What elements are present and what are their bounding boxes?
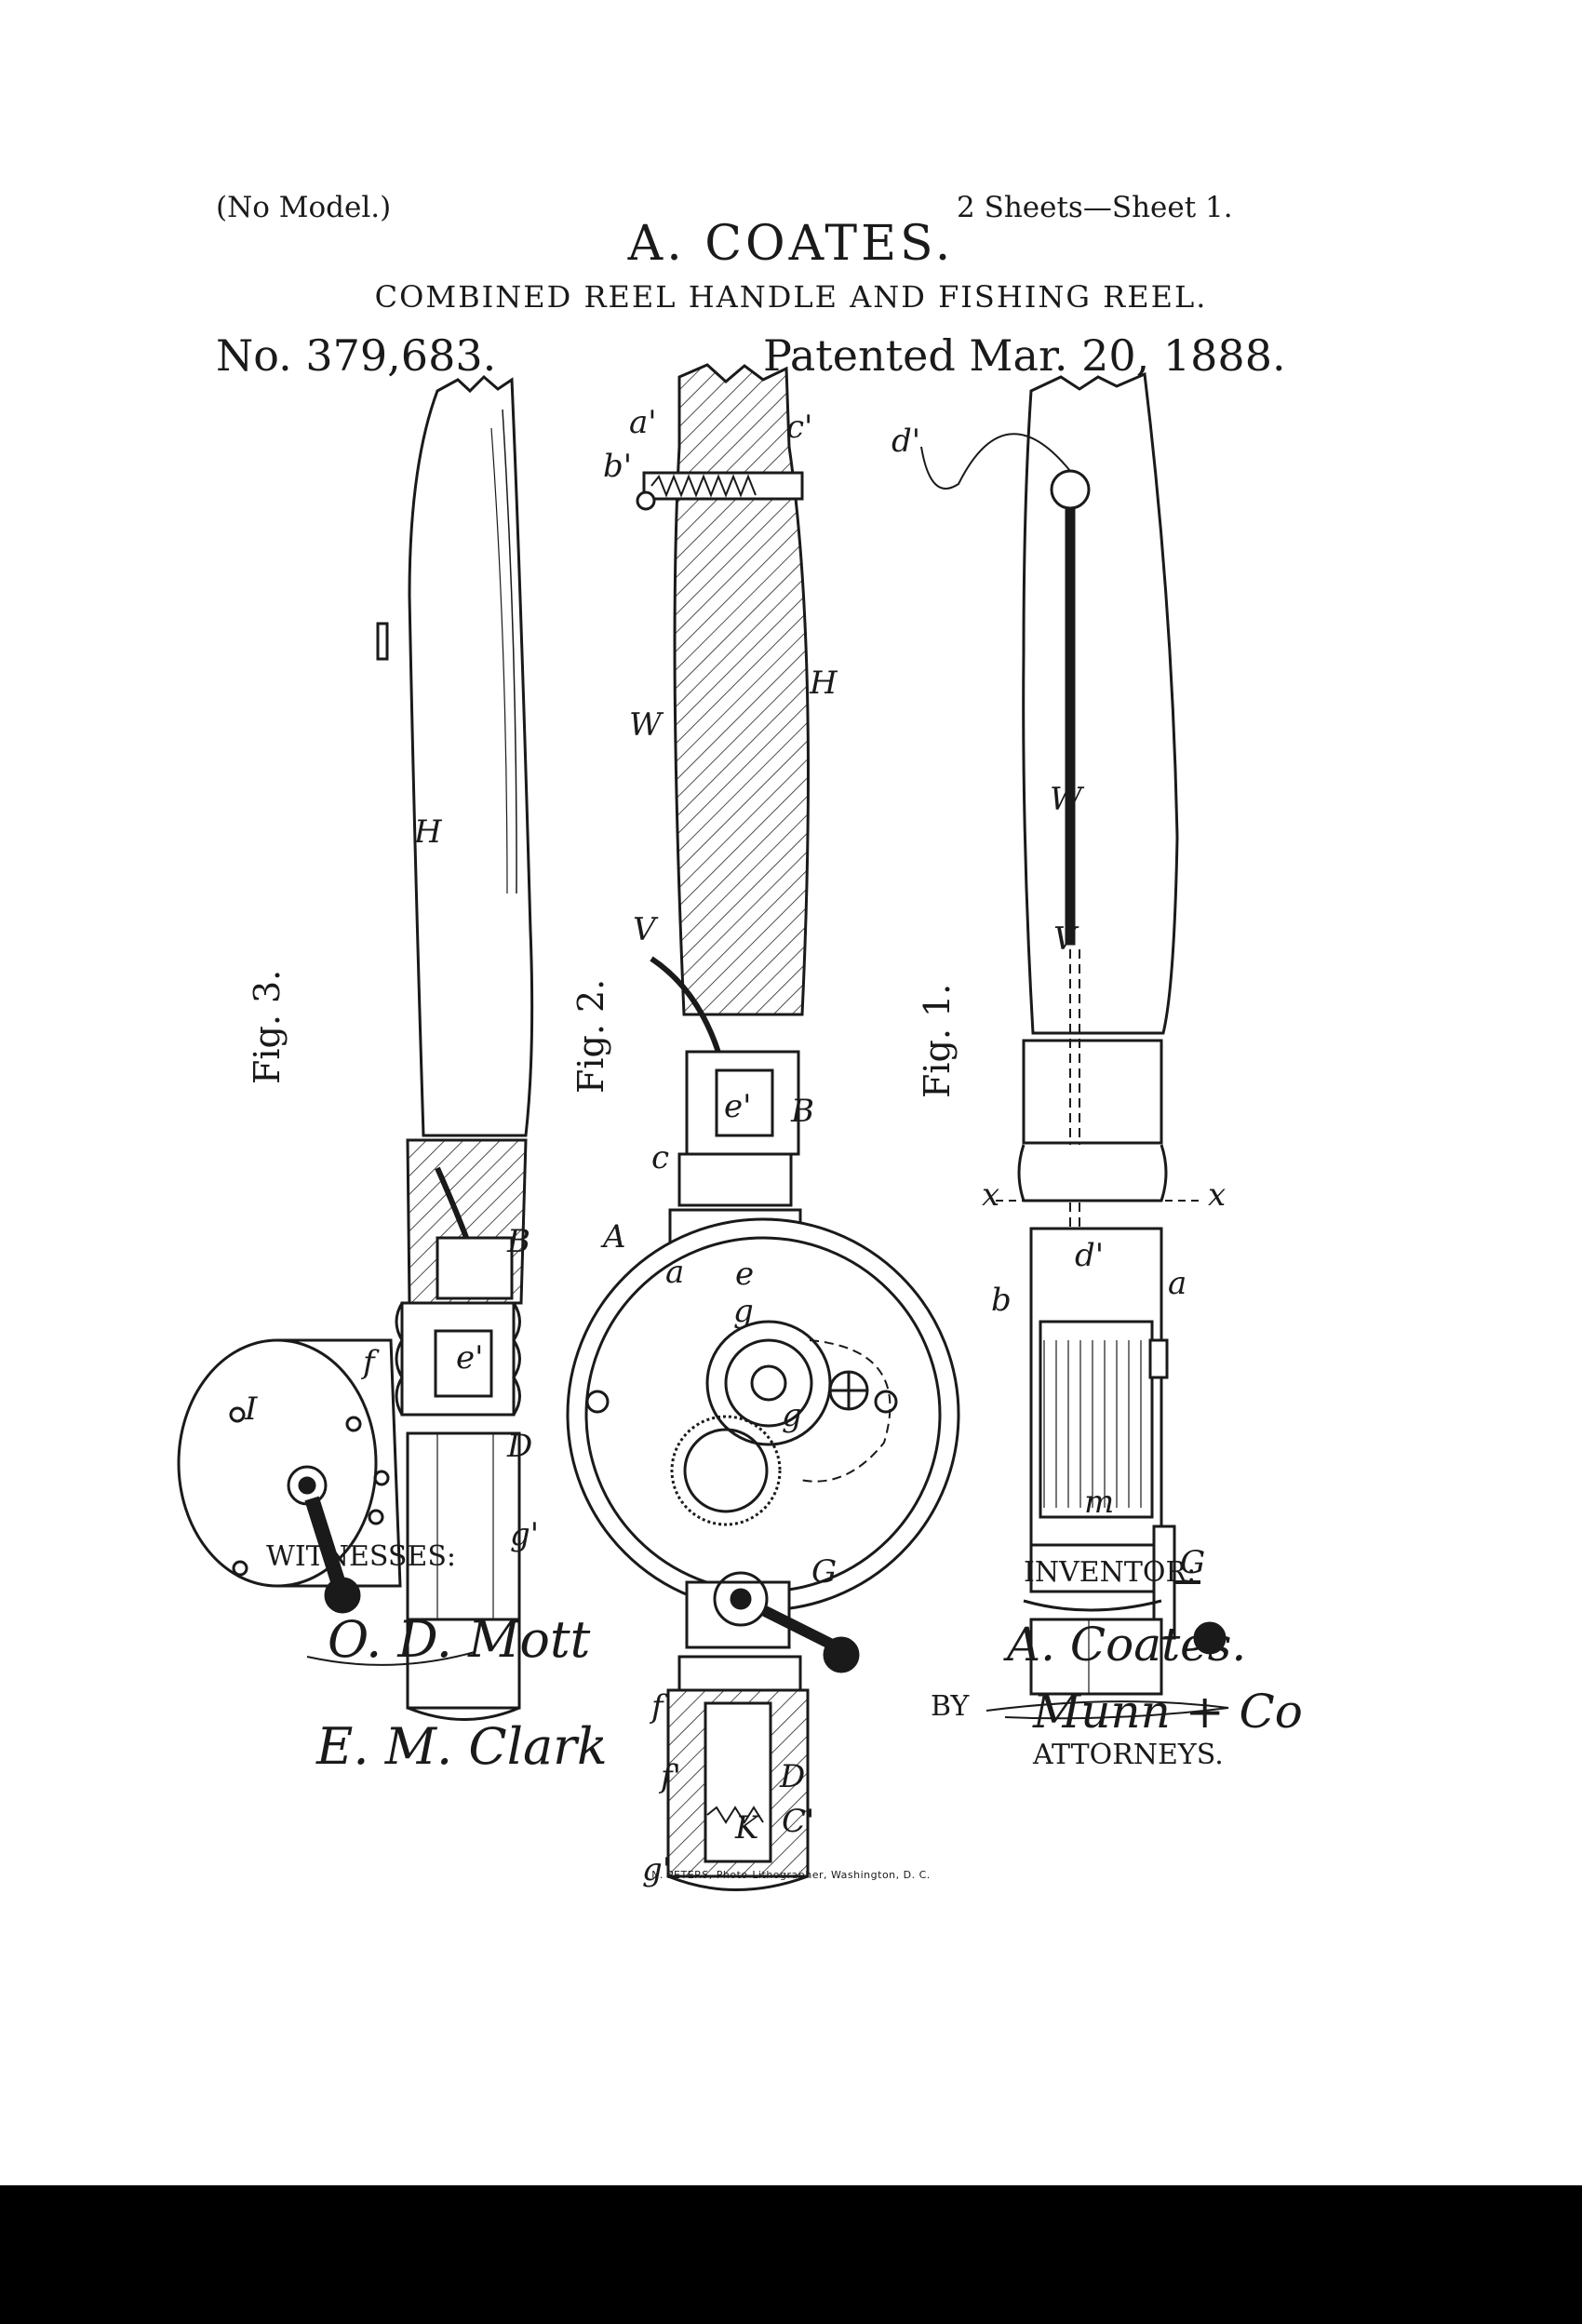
model-note: (No Model.) <box>216 191 392 224</box>
inventor-signature: A. Coates. <box>1007 1618 1247 1672</box>
label-f-fig2: f <box>649 1688 668 1726</box>
label-d1-fig1: d' <box>892 423 920 460</box>
label-f1-fig2: f' <box>658 1758 681 1795</box>
inventor-name: A. COATES. <box>627 216 955 272</box>
label-g1-fig2: g' <box>642 1851 671 1888</box>
label-b-fig1: b <box>991 1282 1012 1319</box>
label-d1-lower: d' <box>1075 1237 1104 1274</box>
label-e1-fig3: e' <box>456 1339 483 1377</box>
attorney-signature: Munn + Co <box>1033 1685 1303 1739</box>
label-H-fig2: H <box>809 665 838 702</box>
label-x-left: x <box>982 1176 999 1214</box>
patent-date: Patented Mar. 20, 1888. <box>763 330 1286 381</box>
label-D-fig3: D <box>506 1428 532 1465</box>
label-c1: c' <box>786 409 812 446</box>
label-V-fig2: V <box>633 911 659 948</box>
witness-signature-1: O. D. Mott <box>328 1610 591 1669</box>
witness-signature-2: E. M. Clark <box>316 1717 608 1776</box>
label-B-fig3: B <box>506 1223 530 1260</box>
label-c-fig2: c <box>651 1139 669 1176</box>
figure-1-drawing <box>920 371 1227 1696</box>
witnesses-label: WITNESSES: <box>266 1540 456 1573</box>
patent-number: No. 379,683. <box>216 330 497 381</box>
label-H-fig3: H <box>413 813 443 851</box>
label-a-fig1: a <box>1168 1265 1186 1302</box>
label-G-fig1: G <box>1180 1544 1205 1581</box>
label-a-fig2: a <box>665 1254 684 1291</box>
by-label: BY <box>931 1690 970 1723</box>
scan-bottom-bar <box>0 2185 1582 2324</box>
label-b1: b' <box>603 448 632 485</box>
label-s-fig2: g <box>782 1397 802 1434</box>
label-I-fig3: I <box>244 1390 258 1428</box>
label-W-fig1: W <box>1050 781 1085 818</box>
label-f-fig3: f <box>360 1344 380 1381</box>
sheet-count: 2 Sheets—Sheet 1. <box>957 191 1233 224</box>
patent-title: COMBINED REEL HANDLE AND FISHING REEL. <box>374 279 1208 315</box>
label-B-fig2: B <box>790 1093 814 1130</box>
label-A-fig2: A <box>600 1218 626 1256</box>
label-W-fig2: W <box>629 706 664 744</box>
label-m-fig1: m <box>1084 1484 1114 1521</box>
label-g1-fig3: g' <box>510 1516 539 1553</box>
figure-3-drawing <box>177 374 534 1721</box>
label-g-fig2: g <box>733 1293 754 1330</box>
label-e1-fig2: e' <box>724 1088 751 1125</box>
label-D-fig2: D <box>779 1758 805 1795</box>
label-a1: a' <box>629 404 657 441</box>
inventor-label: INVENTOR: <box>1024 1556 1197 1589</box>
label-V-fig1: V <box>1053 920 1079 958</box>
label-C1-fig2: C' <box>782 1803 814 1840</box>
figure-2-drawing <box>566 363 960 1891</box>
figure-1-label: Fig. 1. <box>917 984 958 1098</box>
label-K-fig2: K <box>734 1809 761 1847</box>
label-G-fig2: G <box>811 1553 837 1591</box>
attorneys-label: ATTORNEYS. <box>1033 1739 1224 1771</box>
printer-imprint: N. PETERS, Photo-Lithographer, Washingto… <box>651 1869 931 1881</box>
label-e-fig2: e <box>735 1256 754 1293</box>
figure-2-label: Fig. 2. <box>570 979 611 1094</box>
label-x-right: x <box>1208 1176 1226 1214</box>
figure-3-label: Fig. 3. <box>247 970 288 1084</box>
